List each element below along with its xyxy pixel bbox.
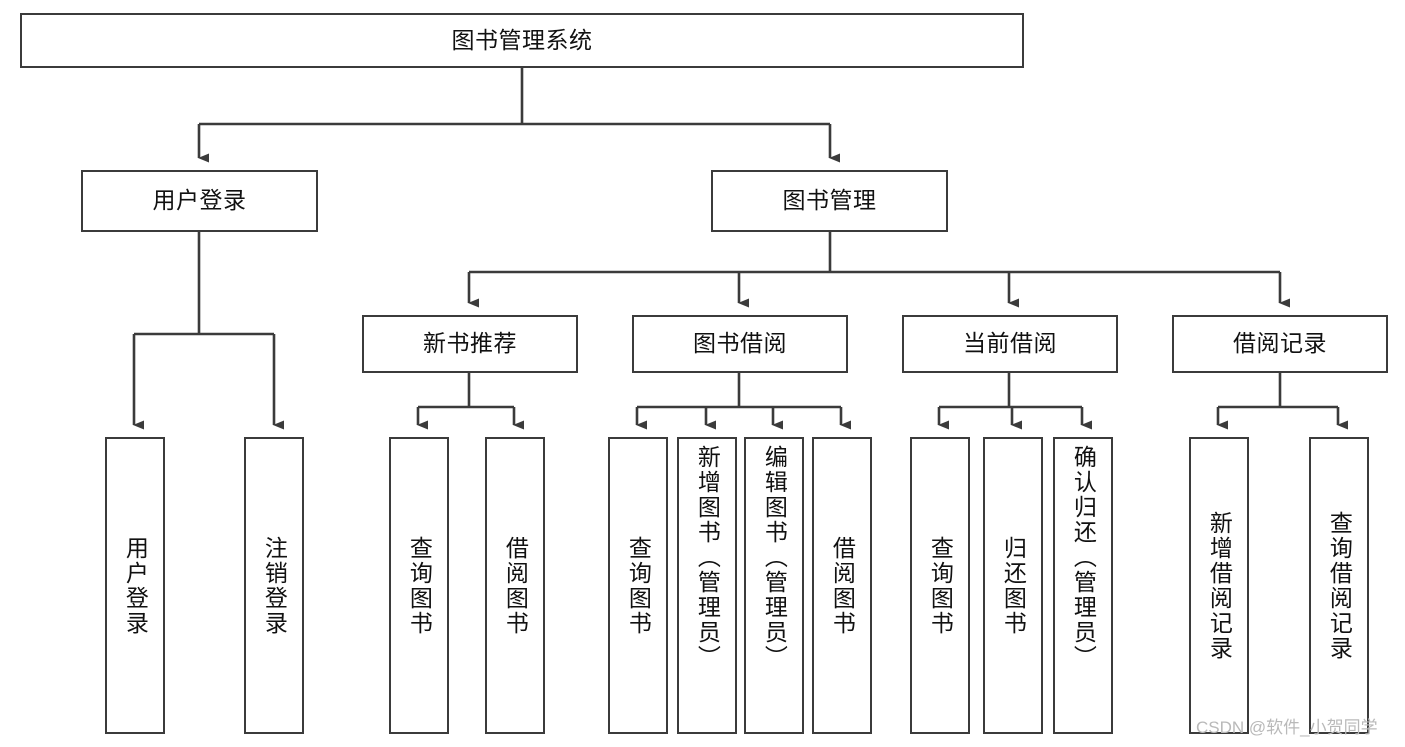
node-label: 查询图书: [406, 535, 433, 636]
node-leaf-add-record[interactable]: 新增借阅记录: [1189, 437, 1249, 734]
node-leaf-query-record[interactable]: 查询借阅记录: [1309, 437, 1369, 734]
node-borrow-record[interactable]: 借阅记录: [1172, 315, 1388, 373]
node-label: 编辑图书（管理员）: [761, 445, 788, 670]
node-label: 用户登录: [152, 187, 247, 214]
node-leaf-query-book-3[interactable]: 查询图书: [910, 437, 970, 734]
node-root-system[interactable]: 图书管理系统: [20, 13, 1024, 68]
node-label: 图书管理系统: [451, 26, 593, 53]
node-label: 查询图书: [927, 535, 954, 636]
node-label: 图书管理: [782, 187, 877, 214]
node-label: 借阅记录: [1233, 330, 1327, 357]
node-leaf-logout[interactable]: 注销登录: [244, 437, 304, 734]
node-book-manage[interactable]: 图书管理: [711, 170, 948, 232]
node-label: 新增借阅记录: [1206, 510, 1233, 661]
node-label: 确认归还（管理员）: [1070, 445, 1097, 670]
node-label: 查询借阅记录: [1326, 510, 1353, 661]
node-label: 注销登录: [261, 535, 288, 636]
node-leaf-borrow-book-2[interactable]: 借阅图书: [812, 437, 872, 734]
node-leaf-borrow-book-1[interactable]: 借阅图书: [485, 437, 545, 734]
node-label: 用户登录: [122, 535, 149, 636]
node-leaf-confirm-return[interactable]: 确认归还（管理员）: [1053, 437, 1113, 734]
node-label: 图书借阅: [693, 330, 787, 357]
node-leaf-edit-book[interactable]: 编辑图书（管理员）: [744, 437, 804, 734]
node-label: 新增图书（管理员）: [694, 445, 721, 670]
node-label: 查询图书: [625, 535, 652, 636]
node-user-login[interactable]: 用户登录: [81, 170, 318, 232]
node-book-borrow[interactable]: 图书借阅: [632, 315, 848, 373]
node-label: 归还图书: [1000, 535, 1027, 636]
node-leaf-query-book-1[interactable]: 查询图书: [389, 437, 449, 734]
node-label: 新书推荐: [423, 330, 517, 357]
node-current-borrow[interactable]: 当前借阅: [902, 315, 1118, 373]
node-label: 借阅图书: [829, 535, 856, 636]
node-new-book-recommend[interactable]: 新书推荐: [362, 315, 578, 373]
node-label: 借阅图书: [502, 535, 529, 636]
node-leaf-query-book-2[interactable]: 查询图书: [608, 437, 668, 734]
node-leaf-user-login[interactable]: 用户登录: [105, 437, 165, 734]
node-leaf-add-book[interactable]: 新增图书（管理员）: [677, 437, 737, 734]
csdn-watermark: CSDN @软件_小贺同学: [1196, 718, 1378, 737]
node-label: 当前借阅: [963, 330, 1057, 357]
node-leaf-return-book[interactable]: 归还图书: [983, 437, 1043, 734]
